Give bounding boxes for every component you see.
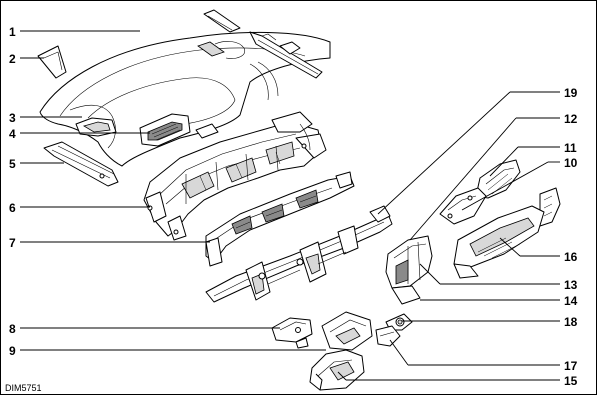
part-10-glovebox-trim — [539, 187, 561, 227]
callout-2: 2 — [9, 52, 16, 66]
callout-1: 1 — [9, 25, 16, 39]
part-windshield-trim — [203, 9, 323, 79]
part-14-duct-base — [391, 285, 421, 305]
callout-5: 5 — [9, 157, 16, 171]
part-12-glovebox-frame — [439, 187, 487, 225]
part-5-trim-strip — [43, 141, 119, 187]
part-6-panel-carrier — [143, 111, 327, 241]
part-9-console-cover — [321, 311, 373, 351]
callout-11: 11 — [564, 141, 577, 155]
callout-15: 15 — [564, 374, 578, 388]
callout-10: 10 — [564, 156, 578, 170]
diagram-code: DIM5751 — [5, 383, 42, 393]
part-3-instrument-trim — [75, 117, 117, 137]
callout-4: 4 — [9, 127, 16, 141]
callout-18: 18 — [564, 315, 578, 329]
callout-13: 13 — [564, 278, 578, 292]
part-15-console-base — [309, 349, 365, 391]
callout-7: 7 — [9, 236, 16, 250]
part-19-cross-beam — [205, 205, 393, 303]
diagram-frame — [0, 0, 597, 395]
part-16-glovebox-lid — [453, 205, 545, 279]
callout-12: 12 — [564, 112, 578, 126]
callout-3: 3 — [9, 111, 16, 125]
callout-16: 16 — [564, 250, 578, 264]
callout-6: 6 — [9, 201, 16, 215]
callout-8: 8 — [9, 322, 16, 336]
callout-19: 19 — [564, 86, 578, 100]
callout-17: 17 — [564, 359, 578, 373]
part-2-end-cap — [37, 45, 67, 79]
callout-9: 9 — [9, 344, 16, 358]
leader-lines — [20, 30, 560, 381]
part-4-center-vent-panel — [139, 113, 219, 147]
part-13-duct-housing — [385, 235, 433, 289]
part-17-gear-housing — [375, 325, 401, 347]
callout-labels: 1 2 3 4 5 6 7 8 9 19 12 11 10 16 13 14 1… — [9, 25, 578, 388]
callout-14: 14 — [564, 294, 578, 308]
part-7-lower-bracket — [205, 171, 355, 267]
part-8-small-bracket — [271, 317, 313, 349]
